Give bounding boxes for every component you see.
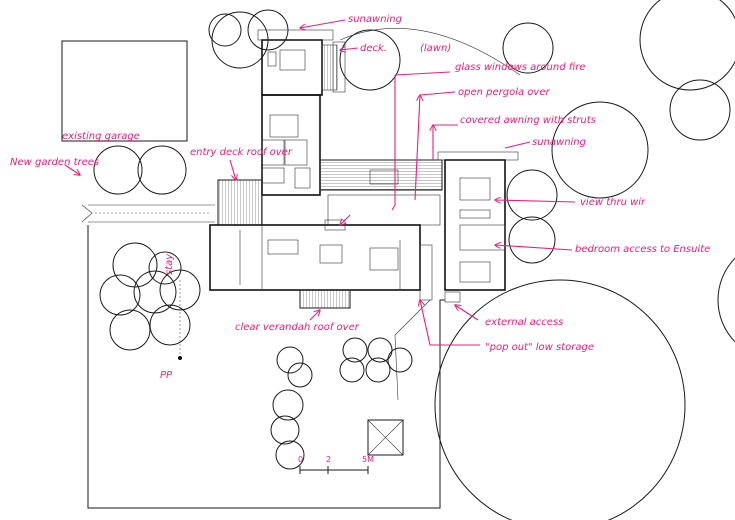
label-glass-windows: glass windows around fire (455, 62, 585, 73)
pp-marker (178, 356, 182, 360)
label-sunawning-right: sunawning (532, 137, 586, 148)
lawn-arc (339, 28, 521, 76)
label-lawn: (lawn) (420, 43, 451, 54)
label-view-thru-wir: view thru wir (580, 197, 646, 208)
label-pop-out: "pop out" low storage (485, 342, 594, 353)
house-plan (209, 29, 519, 309)
label-stay: stay (164, 253, 175, 275)
existing-garage-outline (61, 40, 188, 142)
scale-mark-0: 0 (298, 455, 303, 464)
tank-marker (367, 419, 404, 456)
label-new-garden-trees: New garden trees (10, 157, 99, 168)
annotation-labels: sunawning deck. (lawn) glass windows aro… (10, 14, 710, 381)
new-garden-trees (93, 145, 413, 470)
label-pp: PP (160, 370, 173, 381)
label-clear-verandah: clear verandah roof over (235, 322, 360, 333)
label-covered-awning: covered awning with struts (460, 115, 596, 126)
label-open-pergola: open pergola over (458, 87, 550, 98)
label-bedroom-access: bedroom access to Ensuite (575, 244, 710, 255)
label-sunawning-top: sunawning (348, 14, 402, 25)
label-deck: deck. (360, 43, 387, 54)
label-glass-windows-line: glass windows around fire (455, 62, 585, 73)
annotation-leaders (64, 19, 576, 346)
scale-bar: 0 2 5M (298, 455, 374, 474)
scale-mark-5m: 5M (362, 455, 374, 464)
site-boundary (87, 225, 445, 509)
entry-path (81, 204, 215, 223)
label-existing-garage: existing garage (62, 131, 140, 142)
scale-mark-2: 2 (326, 455, 331, 464)
label-entry-deck: entry deck roof over (190, 147, 293, 158)
existing-trees (208, 0, 735, 520)
label-external-access: external access (485, 317, 563, 328)
